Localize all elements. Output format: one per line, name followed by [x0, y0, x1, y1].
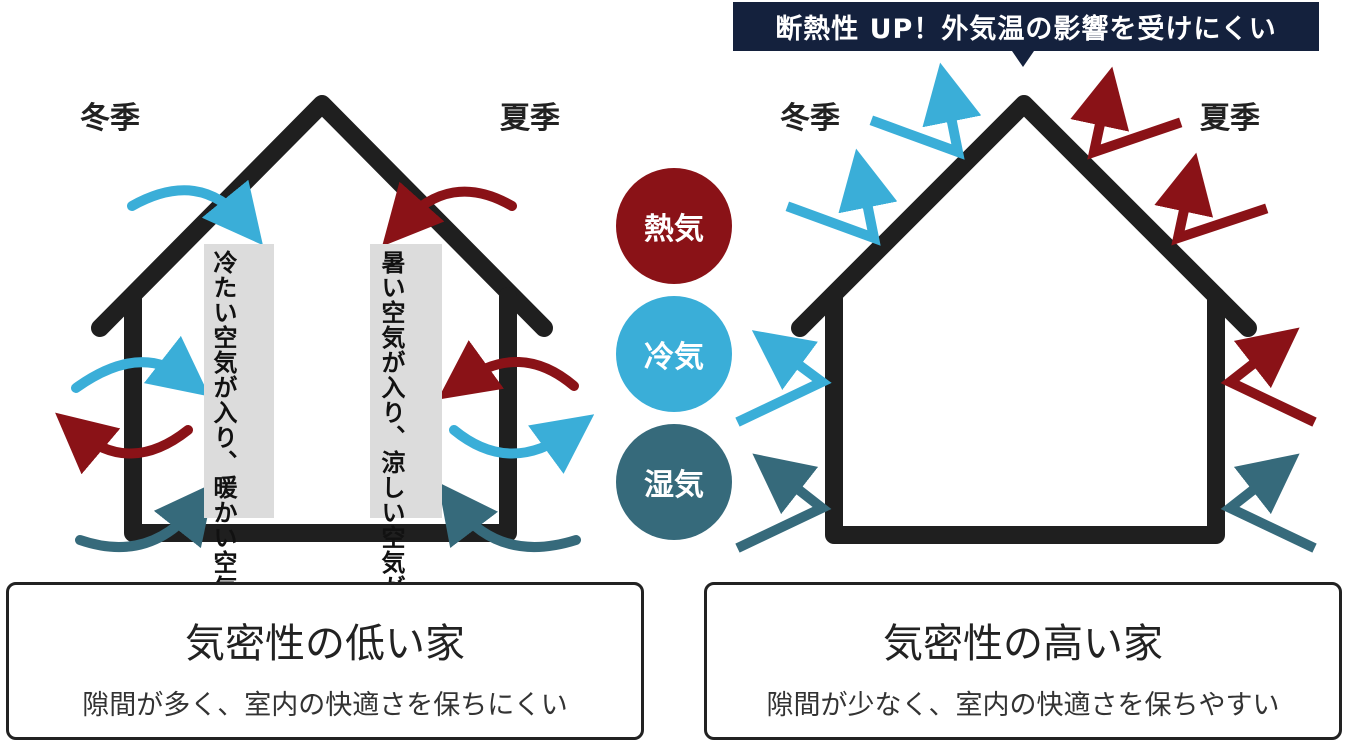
- airtight-house-title: 気密性の高い家: [883, 621, 1163, 667]
- banner-pointer: [1012, 51, 1034, 67]
- leaky-house-title: 気密性の低い家: [185, 621, 465, 667]
- summer-note-box: [370, 244, 442, 518]
- insulation-banner: 断熱性 UP！外気温の影響を受けにくい: [733, 2, 1319, 51]
- winter-note: 冷たい空気が入り、暖かい空気が逃げる: [209, 250, 237, 700]
- heat-air-arrow: [55, 412, 193, 475]
- legend-humid: 湿気: [616, 424, 732, 540]
- heat-deflect-arrow: [1070, 66, 1183, 160]
- legend-cold: 冷気: [616, 296, 732, 412]
- banner-text: 断熱性 UP！外気温の影響を受けにくい: [775, 14, 1277, 45]
- cold-air-arrow: [71, 335, 210, 397]
- cold-deflect-arrow: [785, 148, 898, 246]
- legend-heat: 熱気: [616, 168, 732, 284]
- humid-air-arrow: [437, 482, 581, 552]
- airtight-summer-label: 夏季: [1200, 101, 1260, 136]
- heat-deflect-arrow: [1154, 152, 1269, 246]
- humid-deflect-arrow: [735, 453, 832, 553]
- heat-air-arrow: [382, 181, 517, 247]
- heat-air-arrow: [437, 340, 579, 400]
- leaky-house-outline: [91, 95, 553, 542]
- humid-air-arrow: [75, 482, 215, 552]
- leaky-house-subtitle: 隙間が多く、室内の快適さを保ちにくい: [82, 690, 568, 721]
- summer-note: 暑い空気が入り、涼しい空気が逃げる: [377, 250, 405, 675]
- leaky-summer-label: 夏季: [500, 101, 560, 136]
- humid-deflect-arrow: [1220, 453, 1317, 553]
- heat-deflect-arrow: [1220, 327, 1317, 427]
- airtight-winter-label: 冬季: [780, 101, 840, 136]
- cold-air-arrow: [449, 414, 595, 474]
- winter-note-box: [204, 244, 274, 518]
- cold-deflect-arrow: [869, 62, 982, 160]
- airtight-house-card: 気密性の高い家 隙間が少なく、室内の快適さを保ちやすい: [704, 582, 1342, 740]
- leaky-winter-label: 冬季: [80, 101, 140, 136]
- airtight-house-deflected-arrows: [735, 62, 1317, 553]
- legend-humid-label: 湿気: [644, 468, 704, 503]
- leaky-house-card: 気密性の低い家 隙間が多く、室内の快適さを保ちにくい: [6, 582, 644, 740]
- airtight-house-outline: [791, 95, 1257, 544]
- legend-cold-label: 冷気: [644, 340, 704, 375]
- airtight-house-subtitle: 隙間が少なく、室内の快適さを保ちやすい: [766, 690, 1280, 721]
- leaky-house-air-arrows: [55, 179, 595, 552]
- cold-deflect-arrow: [735, 330, 832, 427]
- legend-heat-label: 熱気: [644, 212, 704, 247]
- cold-air-arrow: [127, 179, 263, 246]
